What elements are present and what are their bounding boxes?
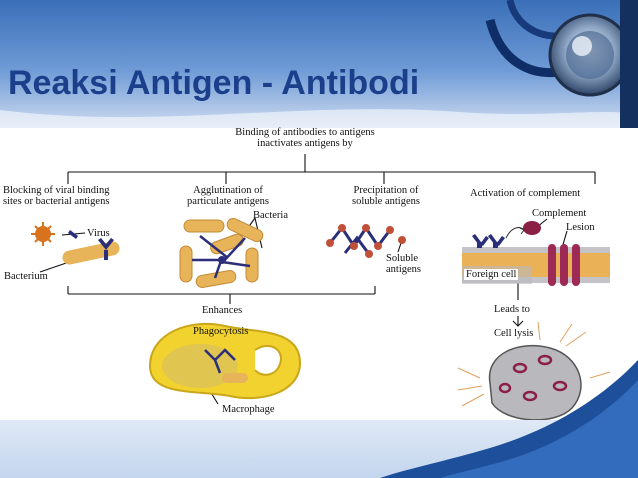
label-complement: Complement	[532, 208, 587, 219]
label-lesion: Lesion	[566, 222, 595, 233]
branch-agglutination-line1: Agglutination of	[193, 185, 263, 196]
branch-blocking-line2: sites or bacterial antigens	[3, 196, 110, 207]
antigen-antibody-diagram: Binding of antibodies to antigens inacti…	[0, 127, 638, 420]
slide-title: Reaksi Antigen - Antibodi	[8, 64, 420, 102]
root-label-line1: Binding of antibodies to antigens	[235, 127, 375, 138]
label-foreign-cell: Foreign cell	[464, 269, 519, 280]
footer-wave	[380, 360, 638, 478]
bacterium-icon	[62, 241, 120, 265]
branch-agglutination-line2: particulate antigens	[187, 196, 269, 207]
branch-blocking-line1: Blocking of viral binding	[3, 185, 110, 196]
stethoscope-image	[485, 0, 638, 128]
branch-blocking: Blocking of viral binding sites or bacte…	[3, 185, 109, 207]
lysed-cell-icon	[457, 321, 611, 420]
branch-complement: Activation of complement	[470, 188, 580, 199]
root-label-line2: inactivates antigens by	[257, 138, 353, 149]
header-wave	[0, 109, 638, 130]
label-phagocytosis: Phagocytosis	[193, 326, 249, 337]
label-leads-to: Leads to	[494, 304, 530, 315]
branch-complement-line1: Activation of complement	[470, 188, 581, 199]
connector-lines	[39, 154, 596, 405]
branch-precipitation: Precipitation of soluble antigens	[326, 185, 446, 207]
antibody-icon	[68, 230, 114, 260]
label-virus: Virus	[87, 228, 110, 239]
branch-precipitation-line1: Precipitation of	[353, 185, 419, 196]
slide-header-background	[0, 0, 638, 128]
label-soluble-line2: antigens	[386, 264, 421, 275]
macrophage-icon	[148, 322, 302, 400]
label-bacteria: Bacteria	[253, 210, 288, 221]
label-macrophage: Macrophage	[222, 404, 275, 415]
branch-agglutination: Agglutination of particulate antigens	[168, 185, 288, 207]
root-label: Binding of antibodies to antigens inacti…	[200, 127, 410, 149]
branch-precipitation-line2: soluble antigens	[352, 196, 420, 207]
virus-icon	[31, 222, 55, 246]
precipitation-icon	[326, 224, 406, 258]
label-soluble-line1: Soluble	[386, 253, 419, 264]
label-soluble-antigens: Soluble antigens	[386, 253, 421, 275]
label-enhances: Enhances	[202, 305, 243, 316]
label-cell-lysis: Cell lysis	[494, 328, 534, 339]
label-bacterium: Bacterium	[4, 271, 48, 282]
agglutination-icon	[179, 218, 264, 288]
